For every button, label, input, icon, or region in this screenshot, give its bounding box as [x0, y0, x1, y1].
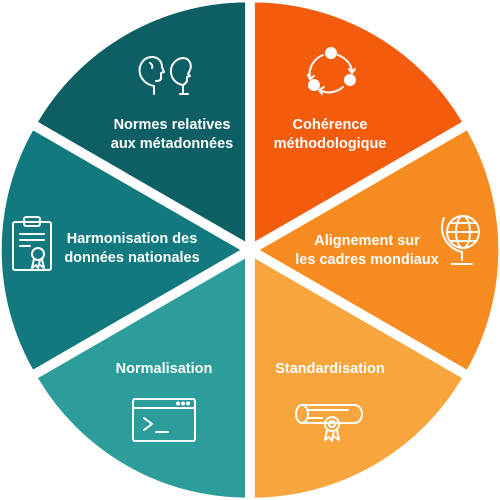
segment-label-coherence-line1: Cohérence — [292, 117, 368, 133]
segment-label-normalisation: Normalisation — [84, 360, 244, 379]
segment-label-normalisation-line1: Normalisation — [115, 361, 213, 377]
wedge-standardisation — [249, 249, 469, 500]
wedge-alignment — [249, 123, 500, 377]
segment-label-coherence-line2: méthodologique — [273, 136, 387, 152]
globe-icon — [440, 208, 486, 270]
segment-label-coherence: Cohérence méthodologique — [250, 116, 410, 154]
cycle-arrows-icon — [302, 44, 360, 102]
segment-label-metadata: Normes relatives aux métadonnées — [92, 116, 252, 154]
segment-label-standardisation: Standardisation — [250, 360, 410, 379]
segment-label-metadata-line2: aux métadonnées — [110, 136, 234, 152]
wedge-coherence — [249, 0, 469, 251]
terminal-window-icon — [130, 396, 198, 444]
segment-label-standardisation-line1: Standardisation — [275, 361, 385, 377]
segment-label-alignment-line1: Alignement sur — [314, 233, 420, 249]
wedge-metadata — [31, 0, 251, 251]
two-faces-icon — [128, 50, 200, 102]
segment-label-harmonisation-line2: données nationales — [64, 250, 200, 266]
segment-label-alignment: Alignement sur les cadres mondiaux — [282, 232, 452, 270]
diploma-scroll-icon — [292, 396, 368, 444]
certificate-clipboard-icon — [10, 214, 54, 274]
segment-label-alignment-line2: les cadres mondiaux — [295, 252, 439, 268]
segment-label-harmonisation: Harmonisation des données nationales — [50, 230, 214, 268]
segment-label-harmonisation-line1: Harmonisation des — [66, 231, 198, 247]
wedge-harmonisation — [0, 123, 251, 377]
segment-label-metadata-line1: Normes relatives — [113, 117, 231, 133]
